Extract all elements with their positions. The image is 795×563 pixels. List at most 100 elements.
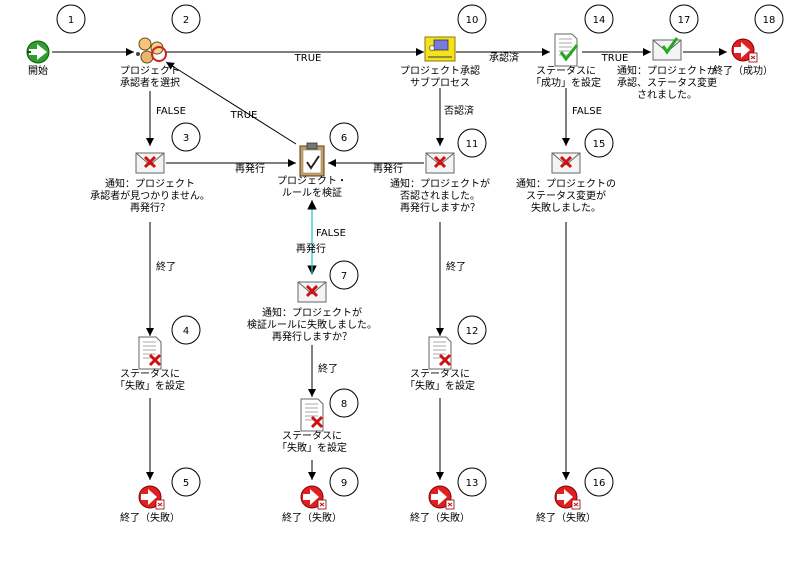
node-label: されました。 xyxy=(637,89,697,101)
node-label: プロジェクト承認 xyxy=(400,64,480,77)
node-label: ステータスに xyxy=(282,430,342,442)
node-16-end[interactable]: 16 終了（失敗） xyxy=(536,467,614,524)
step-number: 7 xyxy=(341,271,347,282)
edge-line xyxy=(165,61,297,145)
step-number: 9 xyxy=(341,478,347,489)
step-number-badge: 6 xyxy=(329,122,359,152)
node-label: 再発行しますか？ xyxy=(400,201,480,214)
mail-check-icon xyxy=(652,37,682,61)
edge-6-2: TRUE xyxy=(165,61,297,145)
step-number-badge: 13 xyxy=(457,467,487,497)
edge-11-6: 再発行 xyxy=(328,159,424,175)
node-label: 再発行しますか？ xyxy=(272,330,352,343)
edge-label: 再発行 xyxy=(296,242,326,255)
node-label: 通知：プロジェクトが xyxy=(617,64,717,77)
node-label: 通知：プロジェクトが xyxy=(262,306,362,319)
mail-error-icon xyxy=(425,152,455,174)
node-label: サブプロセス xyxy=(410,76,470,89)
step-number-badge: 3 xyxy=(171,122,201,152)
node-1-start[interactable]: 1 開始 xyxy=(26,4,86,77)
step-number-badge: 4 xyxy=(171,315,201,345)
node-label: 承認者を選択 xyxy=(120,76,180,89)
edge-label: TRUE xyxy=(601,53,629,64)
edge-label: 否認済 xyxy=(444,104,474,117)
step-number-badge: 17 xyxy=(669,4,699,34)
node-label: 終了（失敗） xyxy=(282,511,342,524)
node-label: 再発行？ xyxy=(130,201,170,214)
step-number-badge: 11 xyxy=(457,128,487,158)
node-label: 「失敗」を設定 xyxy=(405,379,475,392)
step-number: 12 xyxy=(466,326,479,337)
edge-label: 再発行 xyxy=(373,162,403,175)
node-label: ステータスに xyxy=(120,368,180,380)
node-label: プロジェクト xyxy=(120,65,180,77)
edge-label: 終了 xyxy=(446,260,466,273)
step-number-badge: 14 xyxy=(584,4,614,34)
step-number: 3 xyxy=(183,133,189,144)
edge-label: FALSE xyxy=(572,106,602,117)
node-label: 通知：プロジェクト xyxy=(105,177,195,190)
step-number: 15 xyxy=(593,139,606,150)
step-number-badge: 12 xyxy=(457,315,487,345)
step-number: 14 xyxy=(593,15,606,26)
step-number-badge: 15 xyxy=(584,128,614,158)
node-label: 終了（失敗） xyxy=(536,511,596,524)
edge-14-15: FALSE xyxy=(562,88,602,146)
edge-3-4: 終了 xyxy=(146,222,176,336)
node-label: 承認者が見つかりません。 xyxy=(90,189,210,202)
mail-error-icon xyxy=(297,281,327,303)
node-label: 終了（成功） xyxy=(713,64,773,77)
node-label: 終了（失敗） xyxy=(120,511,180,524)
step-number-badge: 16 xyxy=(584,467,614,497)
subprocess-icon xyxy=(424,36,456,62)
node-label: ステータスに xyxy=(410,368,470,380)
doc-error-icon xyxy=(300,398,324,432)
edge-11-12: 終了 xyxy=(436,222,466,336)
step-number: 4 xyxy=(183,326,189,337)
edge-label: 終了 xyxy=(318,362,338,375)
edge-label: 終了 xyxy=(156,260,176,273)
edge-label: FALSE xyxy=(156,106,186,117)
step-number: 1 xyxy=(68,15,74,26)
step-number-badge: 9 xyxy=(329,467,359,497)
node-label: ステータスに xyxy=(536,65,596,77)
step-number: 10 xyxy=(466,15,479,26)
step-number-badge: 2 xyxy=(171,4,201,34)
node-label: ステータス変更が xyxy=(526,189,606,202)
end-icon xyxy=(554,485,581,510)
doc-error-icon xyxy=(428,336,452,370)
edge-2-10: TRUE xyxy=(166,48,424,64)
node-label: 検証ルールに失敗しました。 xyxy=(247,318,377,331)
nodes-layer: 1開始2プロジェクト承認者を選択3通知：プロジェクト承認者が見つかりません。再発… xyxy=(26,4,784,524)
node-5-end[interactable]: 5 終了（失敗） xyxy=(120,467,201,524)
node-label: 終了（失敗） xyxy=(410,511,470,524)
node-label: 承認、ステータス変更 xyxy=(617,76,717,89)
step-number: 5 xyxy=(183,478,189,489)
edge-7-8: 終了 xyxy=(308,345,338,397)
edge-label: 承認済 xyxy=(489,51,519,64)
step-number-badge: 8 xyxy=(329,388,359,418)
edge-label: 再発行 xyxy=(235,162,265,175)
node-label: 「失敗」を設定 xyxy=(277,441,347,454)
end-icon xyxy=(731,38,758,63)
node-label: 否認されました。 xyxy=(400,189,480,202)
node-label: 開始 xyxy=(28,64,48,77)
node-8-doc-error[interactable]: 8 ステータスに「失敗」を設定 xyxy=(277,388,359,454)
node-9-end[interactable]: 9 終了（失敗） xyxy=(282,467,359,524)
doc-error-icon xyxy=(138,336,162,370)
node-12-doc-error[interactable]: 12 ステータスに「失敗」を設定 xyxy=(405,315,487,392)
node-13-end[interactable]: 13 終了（失敗） xyxy=(410,467,487,524)
